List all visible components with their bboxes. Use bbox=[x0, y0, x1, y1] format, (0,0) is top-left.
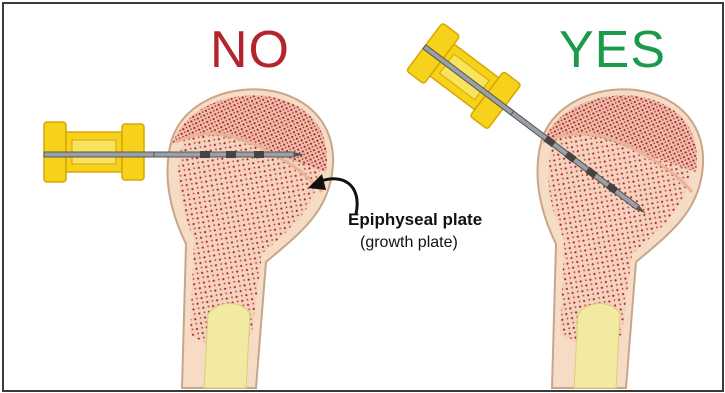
medullary-canal-left bbox=[204, 304, 250, 389]
bone-right bbox=[537, 89, 703, 388]
panel-title-yes: YES bbox=[559, 24, 666, 76]
growth-plate-sublabel: (growth plate) bbox=[360, 234, 458, 252]
panel-title-no: NO bbox=[210, 24, 290, 76]
epiphyseal-plate-label: Epiphyseal plate bbox=[348, 210, 482, 230]
bone-left bbox=[167, 89, 333, 388]
medullary-canal-right bbox=[574, 304, 620, 389]
